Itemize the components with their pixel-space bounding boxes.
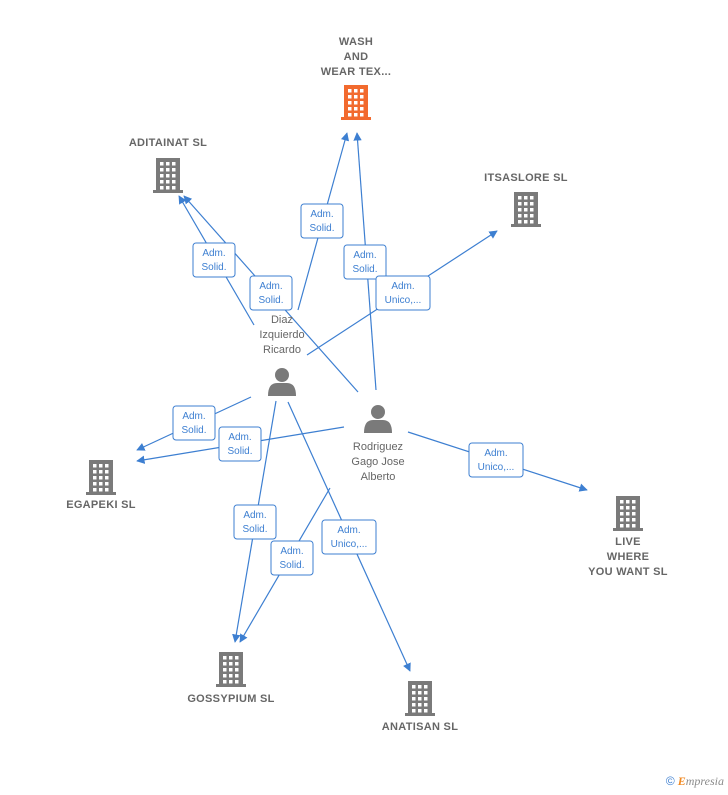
building-icon [511,192,541,227]
edge-label-box [468,442,524,478]
node-label-line: GOSSYPIUM SL [187,693,274,705]
edge-label-line: Unico,... [331,539,368,550]
edge-label-line: Solid. [352,264,377,275]
node-itsaslore[interactable]: ITSASLORE SL [484,172,568,227]
edge-label-box [218,426,262,462]
edge-label-box [321,519,377,555]
edge-label-line: Solid. [279,560,304,571]
person-icon [268,368,296,396]
edge-labels-layer: Adm. Solid. Adm. Solid. Adm. Solid. Adm. Solid.… [172,203,524,576]
node-label-line: Izquierdo [259,329,304,341]
edge-label-line: Adm. [202,248,225,259]
edge-label-box [233,504,277,540]
node-label-line: Alberto [361,471,396,483]
building-icon [341,85,371,120]
edge-label-line: Unico,... [385,295,422,306]
edge-label-rodriguez-to-gossypium[interactable]: Adm. Solid. [270,540,314,576]
edge-label-line: Unico,... [478,462,515,473]
edge-label-line: Adm. [391,281,414,292]
edge-label-box [172,405,216,441]
edge-label-diaz-to-aditainat[interactable]: Adm. Solid. [192,242,236,278]
building-icon [86,460,116,495]
edge-label-line: Adm. [280,546,303,557]
node-label-line: WEAR TEX... [321,66,392,78]
brand-initial: E [677,774,686,788]
edge-label-line: Solid. [258,295,283,306]
node-label-line: Diaz [271,314,293,326]
node-gossypium[interactable]: GOSSYPIUM SL [187,652,274,705]
edge-label-box [375,275,431,311]
edge-label-line: Adm. [259,281,282,292]
edge-label-rodriguez-to-egapeki[interactable]: Adm. Solid. [218,426,262,462]
node-label-line: ADITAINAT SL [129,137,207,149]
edge-label-line: Adm. [337,525,360,536]
edge-label-rodriguez-to-wash[interactable]: Adm. Solid. [343,244,387,280]
node-label-line: ITSASLORE SL [484,172,568,184]
node-label-line: WHERE [607,551,649,563]
edge-label-line: Solid. [181,425,206,436]
edge-label-line: Solid. [242,524,267,535]
person-icon [364,405,392,433]
edge-label-diaz-to-wash[interactable]: Adm. Solid. [300,203,344,239]
copyright-symbol: © [665,774,675,788]
edge-label-box [270,540,314,576]
node-label-line: AND [344,51,369,63]
node-label-line: YOU WANT SL [588,566,668,578]
brand-name: mpresia [685,774,724,788]
node-label-line: Rodriguez [353,441,403,453]
node-label-line: Ricardo [263,344,301,356]
node-wash[interactable]: WASH AND WEAR TEX... [321,36,392,120]
edge-label-diaz-to-gossypium[interactable]: Adm. Solid. [233,504,277,540]
node-label-line: EGAPEKI SL [66,499,136,511]
node-anatisan[interactable]: ANATISAN SL [382,681,458,733]
building-icon [405,681,435,716]
building-icon [153,158,183,193]
edge-label-line: Adm. [310,209,333,220]
node-label-line: ANATISAN SL [382,721,458,733]
edge-label-line: Adm. [484,448,507,459]
edge-label-line: Adm. [243,510,266,521]
nodes-layer: WASH AND WEAR TEX... ADITAINAT SL ITSASLORE … [66,36,668,733]
node-label-line: LIVE [615,536,641,548]
node-label-line: WASH [339,36,373,48]
edge-label-box [343,244,387,280]
edge-label-diaz-to-itsaslore[interactable]: Adm. Unico,... [375,275,431,311]
edge-label-line: Adm. [228,432,251,443]
node-egapeki[interactable]: EGAPEKI SL [66,460,136,511]
edge-label-line: Adm. [182,411,205,422]
edge-label-box [249,275,293,311]
edge-label-rodriguez-to-aditainat[interactable]: Adm. Solid. [249,275,293,311]
edge-label-line: Solid. [201,262,226,273]
edge-label-box [300,203,344,239]
edge-label-box [192,242,236,278]
edge-label-rodriguez-to-live[interactable]: Adm. Unico,... [468,442,524,478]
edge-label-line: Solid. [227,446,252,457]
node-live[interactable]: LIVE WHERE YOU WANT SL [588,496,668,578]
edge-label-line: Adm. [353,250,376,261]
node-label-line: Gago Jose [351,456,404,468]
footer-brand: ©Empresia [666,774,724,789]
edge-label-diaz-to-anatisan[interactable]: Adm. Unico,... [321,519,377,555]
building-icon [216,652,246,687]
building-icon [613,496,643,531]
node-aditainat[interactable]: ADITAINAT SL [129,137,207,193]
edge-label-line: Solid. [309,223,334,234]
edge-label-diaz-to-egapeki[interactable]: Adm. Solid. [172,405,216,441]
